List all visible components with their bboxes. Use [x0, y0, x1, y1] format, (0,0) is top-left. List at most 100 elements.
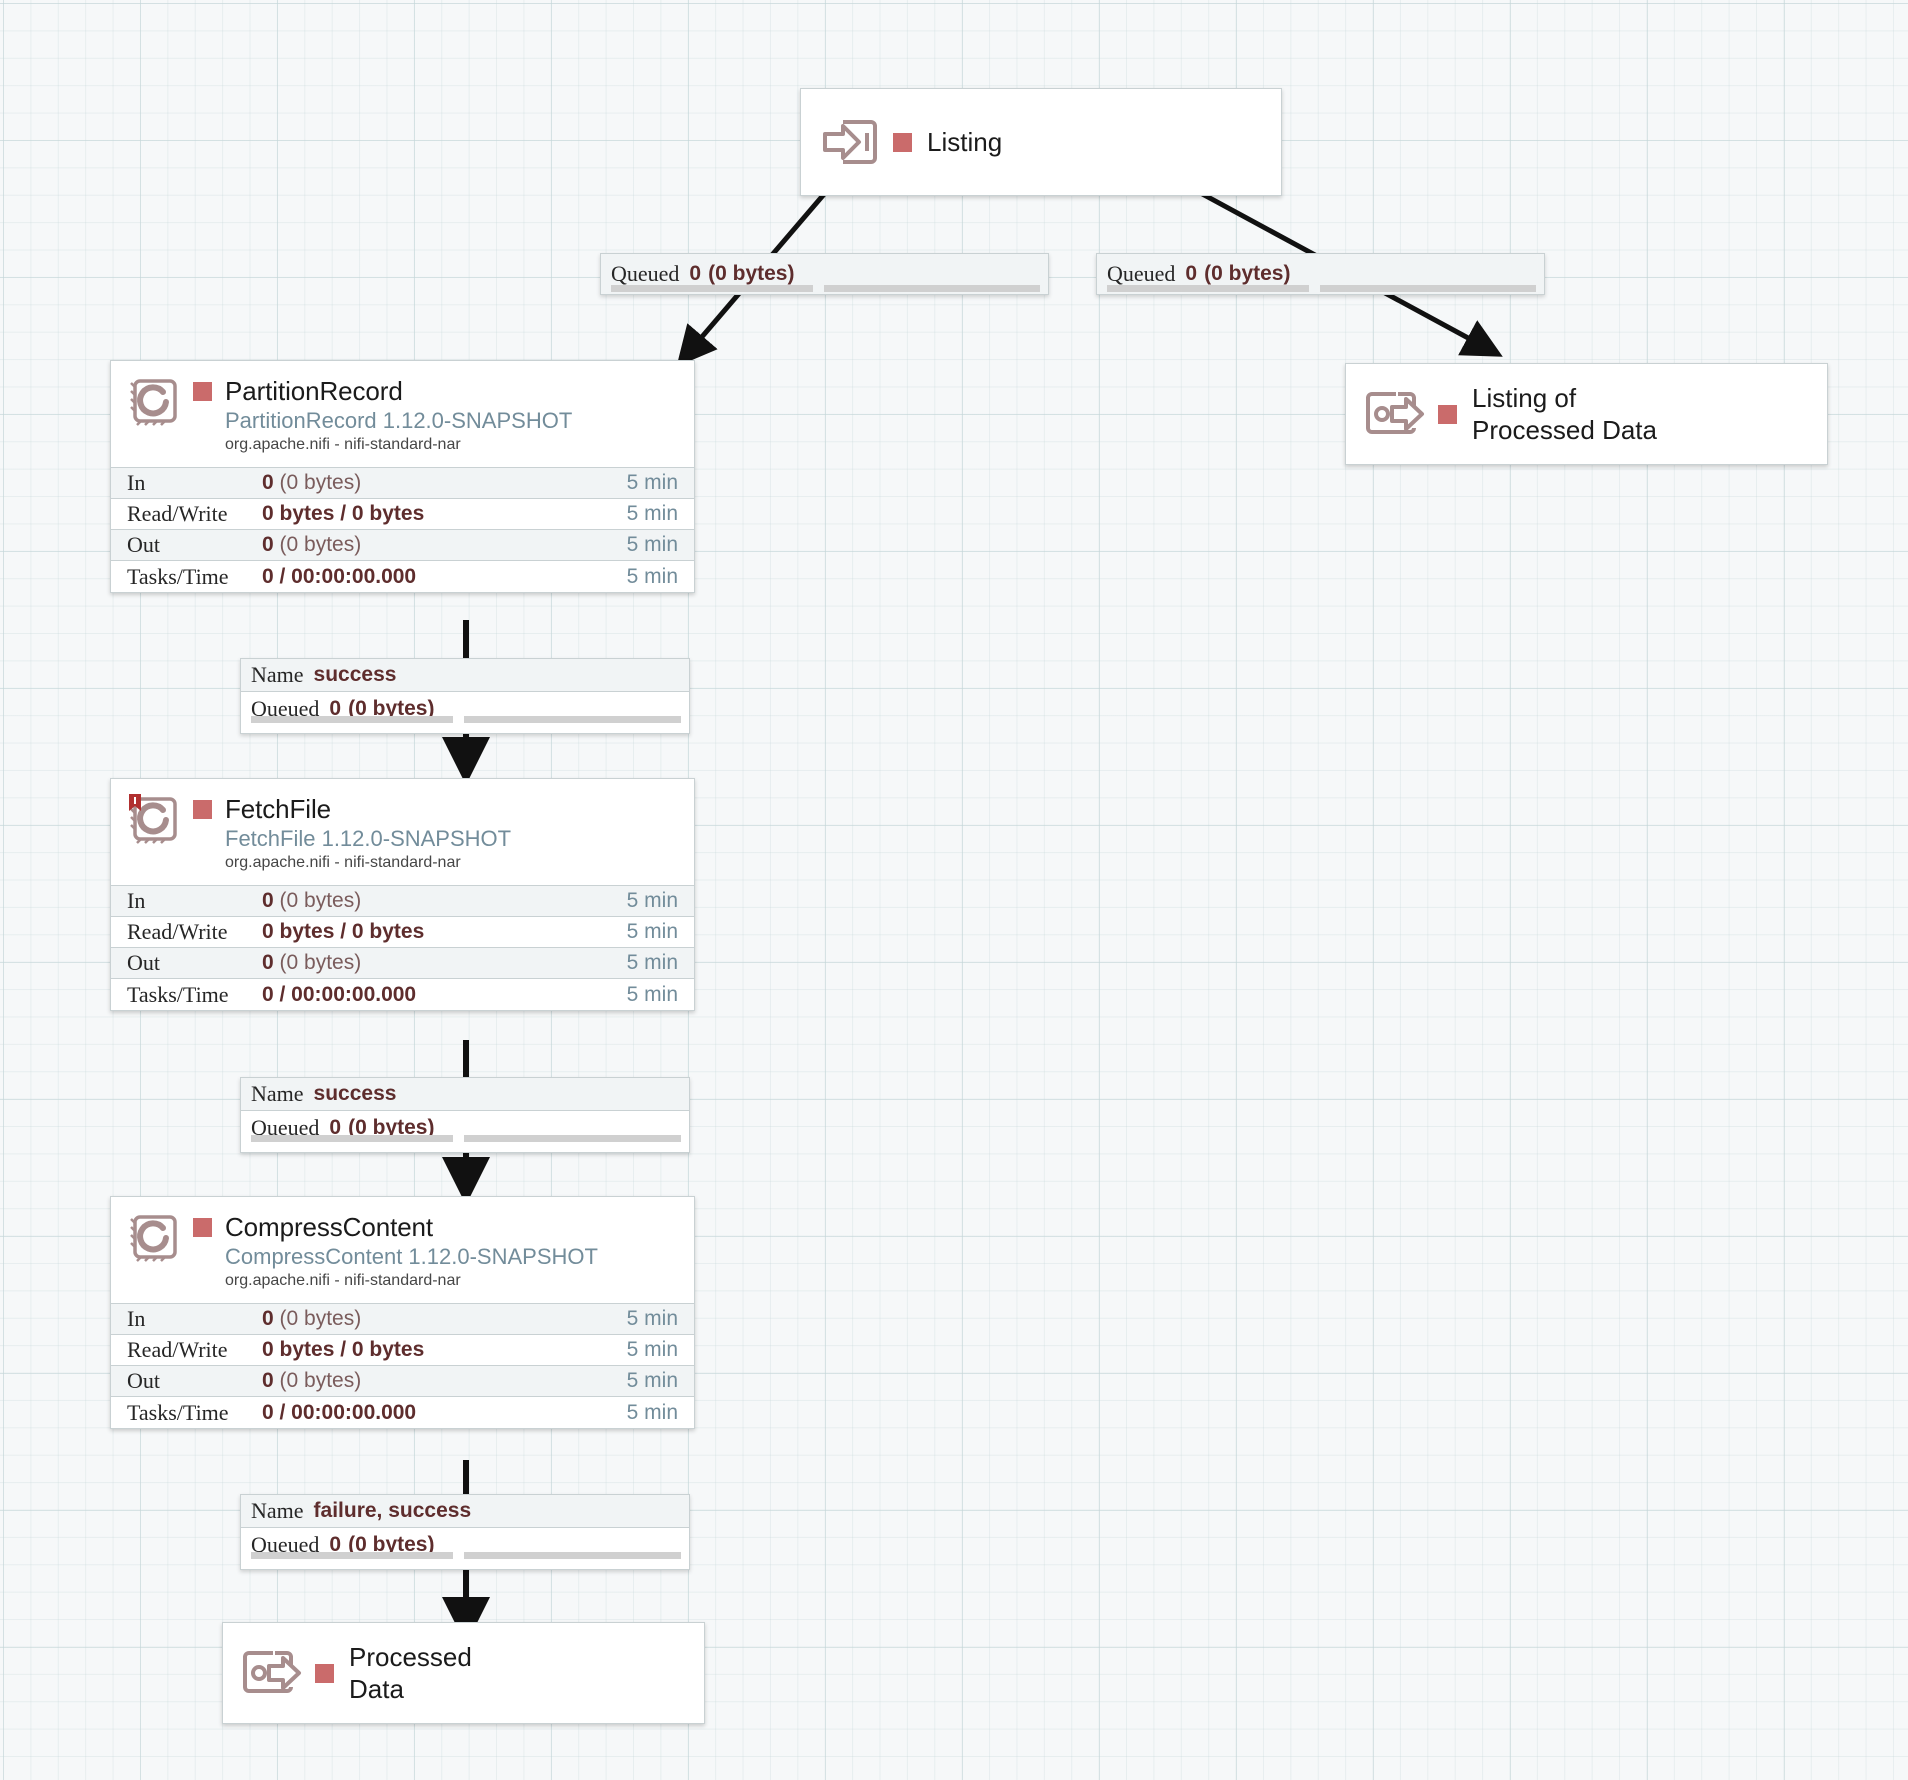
connection-name-row: Name failure, success [241, 1495, 689, 1528]
stat-value: 0 (0 bytes) [262, 1307, 627, 1331]
queue-bar-count [611, 285, 813, 292]
stat-row-in: In 0 (0 bytes) 5 min [111, 468, 694, 499]
queued-label: Queued [611, 261, 680, 286]
stat-label: In [127, 888, 146, 913]
queue-bar-size [1319, 285, 1536, 292]
stat-number: 0 [262, 1307, 274, 1330]
processor-icon [127, 793, 183, 849]
queued-label: Queued [1107, 261, 1176, 286]
stat-window: 5 min [626, 1400, 678, 1424]
queue-bar-size [823, 285, 1040, 292]
stat-row-tasks: Tasks/Time 0 / 00:00:00.000 5 min [111, 979, 694, 1010]
queued-size: (0 bytes) [1204, 262, 1291, 285]
output-port-processed-data[interactable]: Processed Data [222, 1622, 705, 1724]
stat-number: 0 bytes / 0 bytes [262, 920, 425, 943]
stat-window: 5 min [626, 920, 678, 943]
processor-name: FetchFile [225, 794, 332, 824]
stat-value: 0 (0 bytes) [262, 951, 627, 975]
connection-fetchfile-to-compresscontent[interactable]: Name success Queued 0 (0 bytes) [240, 1077, 690, 1153]
relationship-names: success [313, 663, 397, 686]
port-label: Processed Data [349, 1642, 472, 1704]
stat-row-readwrite: Read/Write 0 bytes / 0 bytes 5 min [111, 1335, 694, 1366]
connection-listing-to-listing-output[interactable]: Queued 0 (0 bytes) [1096, 253, 1545, 295]
relationship-names: failure, success [313, 1499, 472, 1522]
connection-partitionrecord-to-fetchfile[interactable]: Name success Queued 0 (0 bytes) [240, 658, 690, 734]
stat-row-readwrite: Read/Write 0 bytes / 0 bytes 5 min [111, 499, 694, 530]
processor-type: CompressContent 1.12.0-SNAPSHOT [225, 1244, 598, 1269]
stat-row-out: Out 0 (0 bytes) 5 min [111, 530, 694, 561]
processor-type: PartitionRecord 1.12.0-SNAPSHOT [225, 408, 573, 433]
queued-size: (0 bytes) [708, 262, 795, 285]
stat-number: 0 [262, 1369, 274, 1392]
queue-bar-count [251, 1135, 454, 1142]
status-indicator [193, 1218, 212, 1237]
queue-bar-count [1107, 285, 1309, 292]
stat-unit: (0 bytes) [279, 1307, 362, 1330]
processor-bundle: org.apache.nifi - nifi-standard-nar [225, 1272, 461, 1289]
connection-compresscontent-to-processeddata[interactable]: Name failure, success Queued 0 (0 bytes) [240, 1494, 690, 1570]
connection-name-row: Name success [241, 659, 689, 692]
stat-number: 0 / 00:00:00.000 [262, 1400, 417, 1424]
stat-unit: (0 bytes) [279, 951, 362, 974]
input-port-listing[interactable]: Listing [800, 88, 1282, 196]
stat-number: 0 [262, 951, 274, 974]
stat-window: 5 min [626, 502, 678, 525]
output-port-listing-of-processed-data[interactable]: Listing of Processed Data [1345, 363, 1828, 465]
stat-number: 0 bytes / 0 bytes [262, 1338, 425, 1361]
status-indicator [193, 800, 212, 819]
queue-capacity-bars [251, 716, 681, 723]
stat-number: 0 [262, 889, 274, 912]
stat-row-tasks: Tasks/Time 0 / 00:00:00.000 5 min [111, 1397, 694, 1428]
queued-count: 0 [329, 1115, 342, 1139]
stat-value: 0 / 00:00:00.000 [262, 983, 627, 1007]
stat-label: Out [127, 532, 160, 557]
processor-header: PartitionRecord PartitionRecord 1.12.0-S… [111, 361, 694, 467]
stat-value: 0 / 00:00:00.000 [262, 1401, 627, 1425]
processor-partitionrecord[interactable]: PartitionRecord PartitionRecord 1.12.0-S… [110, 360, 695, 593]
processor-compresscontent[interactable]: CompressContent CompressContent 1.12.0-S… [110, 1196, 695, 1429]
stat-unit: (0 bytes) [279, 1369, 362, 1392]
connection-queued-row: Queued 0 (0 bytes) [241, 692, 689, 725]
stat-label: Tasks/Time [127, 563, 229, 589]
stat-window: 5 min [626, 982, 678, 1006]
status-indicator [315, 1663, 334, 1683]
queued-size: (0 bytes) [348, 1532, 435, 1556]
stat-row-in: In 0 (0 bytes) 5 min [111, 886, 694, 917]
stat-window: 5 min [626, 564, 678, 588]
stat-row-tasks: Tasks/Time 0 / 00:00:00.000 5 min [111, 561, 694, 592]
stat-row-readwrite: Read/Write 0 bytes / 0 bytes 5 min [111, 917, 694, 948]
stat-label: Out [127, 950, 160, 975]
stat-label: In [127, 470, 146, 495]
stat-window: 5 min [626, 889, 678, 912]
stat-window: 5 min [626, 951, 678, 974]
stat-unit: (0 bytes) [279, 889, 362, 912]
output-port-icon [1364, 388, 1426, 440]
name-label: Name [251, 662, 304, 687]
output-port-icon [241, 1647, 303, 1699]
processor-header: CompressContent CompressContent 1.12.0-S… [111, 1197, 694, 1303]
stat-window: 5 min [626, 1369, 678, 1392]
processor-stats: In 0 (0 bytes) 5 min Read/Write 0 bytes … [111, 885, 694, 1010]
name-label: Name [251, 1498, 304, 1523]
processor-header: FetchFile FetchFile 1.12.0-SNAPSHOT org.… [111, 779, 694, 885]
stat-row-out: Out 0 (0 bytes) 5 min [111, 948, 694, 979]
processor-fetchfile[interactable]: FetchFile FetchFile 1.12.0-SNAPSHOT org.… [110, 778, 695, 1011]
stat-label: Read/Write [127, 1337, 228, 1362]
stat-value: 0 (0 bytes) [262, 533, 627, 557]
connection-queued-row: Queued 0 (0 bytes) [241, 1111, 689, 1144]
port-label: Listing [927, 127, 1003, 157]
queue-bar-count [251, 716, 454, 723]
stat-label: Read/Write [127, 501, 228, 526]
bookmark-badge-icon [129, 794, 141, 811]
processor-icon [127, 1211, 183, 1267]
connection-listing-to-partitionrecord[interactable]: Queued 0 (0 bytes) [600, 253, 1049, 295]
processor-name: PartitionRecord [225, 376, 403, 406]
queued-size: (0 bytes) [348, 1115, 435, 1139]
status-indicator [1438, 404, 1457, 424]
queue-capacity-bars [611, 285, 1040, 292]
stat-row-out: Out 0 (0 bytes) 5 min [111, 1366, 694, 1397]
stat-value: 0 bytes / 0 bytes [262, 920, 627, 944]
processor-stats: In 0 (0 bytes) 5 min Read/Write 0 bytes … [111, 1303, 694, 1428]
queue-bar-size [464, 1552, 681, 1559]
